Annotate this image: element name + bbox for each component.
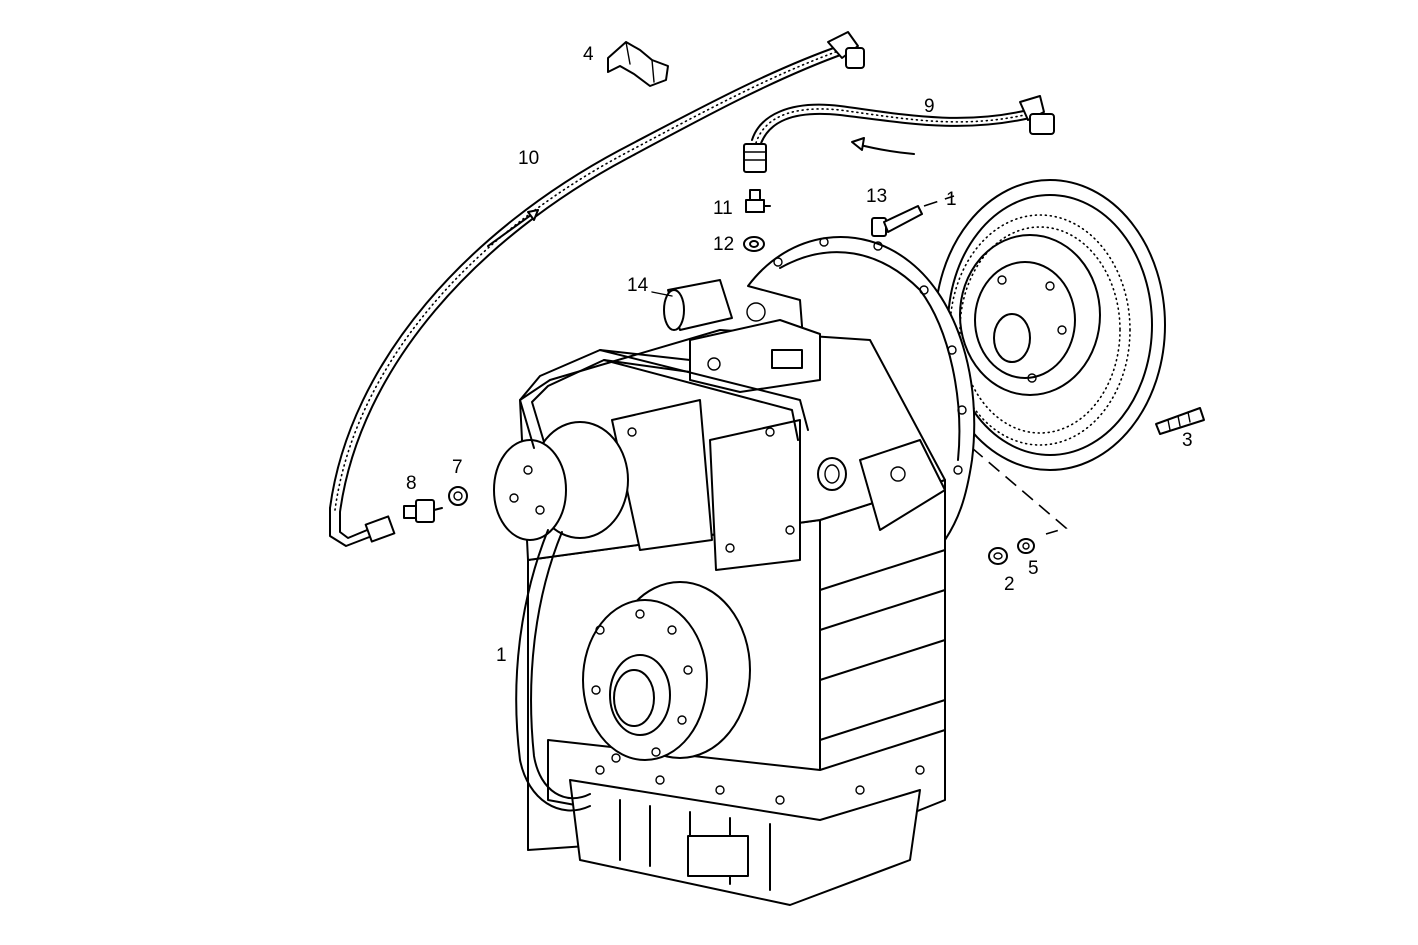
hose-10 [329,31,865,547]
sensor-part-11 [745,189,771,213]
stud-part-3 [1155,407,1205,435]
callout-9: 9 [924,96,935,117]
callout-4: 4 [583,44,594,65]
arrow-head-10 [527,209,539,221]
callout-11: 11 [713,198,733,219]
flex-coupling [934,179,1166,471]
callout-7: 7 [452,457,463,478]
washer-part-12 [743,236,765,252]
callout-8: 8 [406,473,417,494]
gearbox-housing [493,236,976,906]
clip-part-4 [607,41,669,87]
nut-part-2 [988,547,1008,565]
washer-part-7 [448,486,468,506]
callout-2: 2 [1004,574,1015,595]
arrow-head-9 [851,137,865,151]
hose-9 [743,95,1055,173]
callout-5: 5 [1028,558,1039,579]
callout-10: 10 [518,148,539,169]
callout-13: 13 [866,186,887,207]
callout-1-top: 1 [946,189,957,210]
callout-1: 1 [496,645,507,666]
assembly-line-b [971,447,1068,535]
washer-part-5 [1017,538,1035,554]
filter-part-14 [663,279,733,331]
pipe-1 [515,349,809,812]
callout-14: 14 [627,275,649,296]
leader-14 [651,291,673,297]
callout-3: 3 [1182,430,1193,451]
flow-arrow-9 [855,143,915,155]
flow-arrow-10 [487,209,539,247]
fitting-part-8 [403,499,443,523]
bolt-part-13 [871,195,955,237]
callout-12: 12 [713,234,734,255]
